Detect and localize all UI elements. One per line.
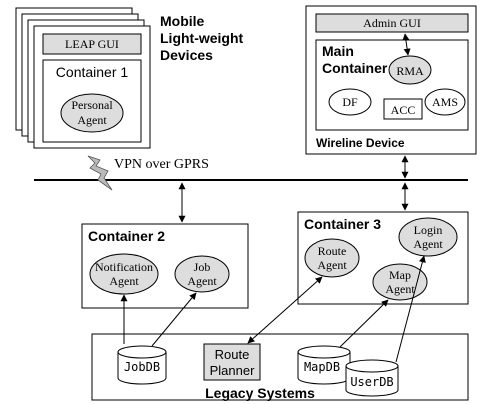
userdb-database-icon[interactable]: [345, 359, 399, 397]
jobdb-jobagent-link: [151, 292, 197, 347]
ams-label: AMS: [432, 95, 458, 109]
main-container-title-line2: Container: [322, 60, 388, 76]
lightning-icon: [87, 155, 113, 191]
rma-label: RMA: [396, 64, 424, 78]
userdb-label: UserDB: [350, 375, 393, 389]
route-agent-node[interactable]: [304, 238, 360, 278]
acc-box[interactable]: [383, 98, 423, 120]
mapdb-mapagent-link: [339, 299, 389, 348]
route-planner-label-line2: Planner: [210, 363, 255, 378]
notification-agent-node[interactable]: [89, 253, 159, 295]
job-agent-label-line2: Agent: [187, 274, 217, 288]
vpn-label: VPN over GPRS: [114, 157, 209, 172]
mapdb-database-icon[interactable]: [297, 345, 351, 385]
wireline-device-label: Wireline Device: [316, 136, 405, 150]
personal-agent-label-line2: Agent: [77, 113, 107, 127]
notification-agent-label-line1: Notification: [95, 260, 153, 274]
rma-node[interactable]: [388, 55, 432, 85]
leap-gui-label: LEAP GUI: [65, 37, 119, 51]
admin-gui-label: Admin GUI: [363, 16, 421, 30]
container-2-title: Container 2: [88, 228, 165, 244]
job-agent-node[interactable]: [174, 255, 230, 293]
mapdb-label: MapDB: [304, 360, 340, 374]
jobdb-label: JobDB: [124, 360, 160, 374]
jobdb-database-icon[interactable]: [117, 345, 167, 385]
route-agent-label-line2: Agent: [317, 258, 347, 272]
notification-agent-label-line2: Agent: [109, 274, 139, 288]
acc-label: ACC: [391, 103, 416, 117]
container-1-title: Container 1: [56, 64, 129, 80]
admin-rma-link: [402, 33, 411, 56]
mobile-title-line1: Mobile: [160, 13, 205, 29]
login-agent-node[interactable]: [398, 217, 458, 257]
route-planner-box[interactable]: [203, 343, 261, 381]
map-agent-node[interactable]: [372, 263, 428, 301]
login-agent-label-line2: Agent: [413, 237, 443, 251]
leap-gui-box[interactable]: [42, 33, 142, 55]
mobile-title-line2: Light-weight: [160, 30, 244, 46]
personal-agent-label-line1: Personal: [71, 98, 113, 112]
personal-agent-node[interactable]: [60, 93, 124, 133]
route-agent-label-line1: Route: [318, 244, 347, 258]
df-node[interactable]: [328, 88, 372, 116]
map-agent-label-line2: Agent: [385, 282, 415, 296]
ams-node[interactable]: [424, 88, 466, 116]
admin-gui-box[interactable]: [315, 13, 469, 33]
userdb-loginagent-link: [395, 255, 426, 363]
job-agent-label-line1: Job: [194, 260, 211, 274]
map-agent-label-line1: Map: [389, 268, 411, 282]
legacy-systems-label: Legacy Systems: [205, 385, 315, 401]
route-planner-label-line1: Route: [215, 347, 250, 362]
main-container-title-line1: Main: [322, 43, 354, 59]
mobile-title-line3: Devices: [160, 47, 213, 63]
df-label: DF: [342, 95, 358, 109]
routeplanner-routeagent-link: [247, 276, 323, 344]
login-agent-label-line1: Login: [414, 223, 443, 237]
container-3-title: Container 3: [304, 216, 381, 232]
